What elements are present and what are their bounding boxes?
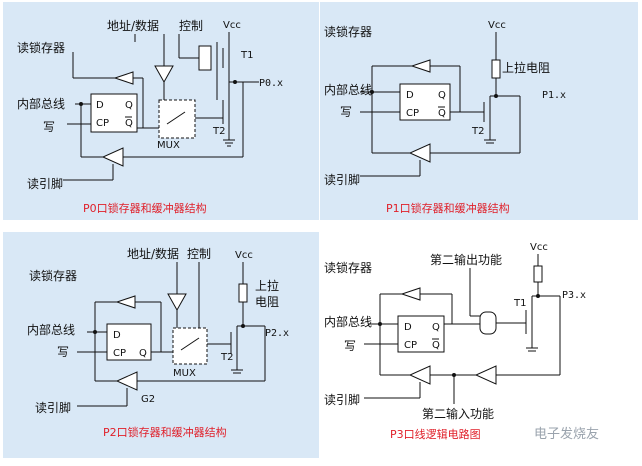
p0-read-pin-label: 读引脚 bbox=[27, 176, 63, 191]
p2-pin-node bbox=[241, 324, 245, 328]
p2-read-pin-buffer bbox=[115, 371, 138, 391]
p3-latch-box bbox=[397, 315, 445, 353]
p0-read-latch-label: 读锁存器 bbox=[17, 40, 65, 55]
p1-latch-cp: CP bbox=[406, 108, 419, 119]
p3-internal-bus-label: 内部总线 bbox=[324, 314, 372, 329]
p2-t2-label: T2 bbox=[220, 352, 233, 363]
p3-t1-label: T1 bbox=[513, 298, 526, 309]
p2-write-label: 写 bbox=[57, 345, 69, 359]
p3-write-label: 写 bbox=[344, 339, 356, 353]
p0-write-label: 写 bbox=[43, 120, 55, 134]
panel-p1: 读锁存器 Vcc 上拉电阻 内部总线 P1.x 写 T2 读引脚 P1口锁存器和… bbox=[320, 2, 638, 220]
p0-control-label: 控制 bbox=[179, 19, 203, 33]
p2-latch-q: Q bbox=[139, 348, 147, 359]
p0-t1-label: T1 bbox=[240, 50, 253, 61]
p1-pin-node bbox=[494, 94, 498, 98]
p1-t2-label: T2 bbox=[471, 126, 484, 137]
p1-latch-box bbox=[399, 83, 451, 121]
p3-latch-d: D bbox=[404, 322, 412, 333]
p0-mux-box bbox=[158, 99, 196, 139]
panel-p0: 读锁存器 地址/数据 控制 Vcc T1 P0.x 内部总线 写 T2 MUX … bbox=[3, 2, 319, 220]
p0-internal-bus-label: 内部总线 bbox=[17, 96, 65, 111]
p0-control-buffer bbox=[154, 65, 174, 84]
p3-second-input-label: 第二输入功能 bbox=[422, 406, 494, 421]
p2-pullup-1: 上拉 bbox=[255, 278, 279, 293]
p0-mux-switch bbox=[166, 111, 186, 125]
p1-pullup-resistor bbox=[491, 59, 501, 79]
watermark: 电子发烧友 bbox=[534, 426, 599, 442]
p2-mux-box bbox=[172, 327, 208, 365]
p3-caption: P3口线逻辑电路图 bbox=[390, 427, 481, 441]
p2-read-latch-buffer bbox=[115, 295, 136, 309]
p2-circuit-diagram: 地址/数据 控制 读锁存器 Vcc 上拉 电阻 内部总线 P2.x 写 T2 M… bbox=[27, 246, 289, 439]
p3-read-pin-buffer bbox=[408, 365, 431, 385]
p3-second-input-buffer bbox=[474, 365, 497, 385]
panel-p3: 读锁存器 第二输出功能 Vcc T1 P3.x 内部总线 写 读引脚 第二输入功… bbox=[320, 232, 638, 458]
p2-latch-cp: CP bbox=[113, 348, 126, 359]
p0-mux-label: MUX bbox=[157, 140, 180, 151]
p0-latch-q: Q bbox=[125, 100, 133, 111]
p2-mux-label: MUX bbox=[173, 368, 196, 379]
p2-read-pin-label: 读引脚 bbox=[35, 400, 71, 415]
p3-latch-qbar: Q bbox=[432, 340, 440, 351]
p2-internal-bus-label: 内部总线 bbox=[27, 322, 75, 337]
p3-read-latch-buffer bbox=[400, 287, 421, 301]
p0-pin-node bbox=[233, 80, 237, 84]
p2-vcc-label: Vcc bbox=[235, 250, 253, 261]
p0-vcc-label: Vcc bbox=[223, 20, 241, 31]
p3-pullup-resistor bbox=[533, 265, 543, 283]
p3-latch-q: Q bbox=[432, 322, 440, 333]
p0-read-latch-buffer bbox=[113, 71, 134, 85]
p0-t2-label: T2 bbox=[212, 126, 225, 137]
p2-addr-data-label: 地址/数据 bbox=[127, 246, 179, 261]
p0-read-pin-buffer bbox=[101, 147, 124, 167]
p2-caption: P2口锁存器和缓冲器结构 bbox=[103, 425, 227, 439]
p0-addr-data-label: 地址/数据 bbox=[107, 18, 159, 33]
p3-circuit-diagram: 读锁存器 第二输出功能 Vcc T1 P3.x 内部总线 写 读引脚 第二输入功… bbox=[324, 242, 599, 442]
p1-write-label: 写 bbox=[340, 105, 352, 119]
p3-read-pin-label: 读引脚 bbox=[324, 392, 360, 407]
p2-control-label: 控制 bbox=[187, 247, 211, 261]
p0-latch-cp: CP bbox=[96, 118, 109, 129]
p1-vcc-label: Vcc bbox=[488, 20, 506, 31]
p0-caption: P0口锁存器和缓冲器结构 bbox=[83, 201, 207, 215]
p3-pin-label: P3.x bbox=[562, 290, 586, 301]
p1-read-latch-label: 读锁存器 bbox=[324, 24, 372, 39]
p3-nand-gate bbox=[479, 311, 497, 335]
p1-read-pin-label: 读引脚 bbox=[324, 172, 360, 187]
p0-circuit-diagram: 读锁存器 地址/数据 控制 Vcc T1 P0.x 内部总线 写 T2 MUX … bbox=[17, 18, 283, 215]
p1-circuit-diagram: 读锁存器 Vcc 上拉电阻 内部总线 P1.x 写 T2 读引脚 P1口锁存器和… bbox=[324, 20, 566, 215]
p1-caption: P1口锁存器和缓冲器结构 bbox=[386, 201, 510, 215]
p2-addr-buffer bbox=[167, 293, 187, 312]
p1-latch-qbar: Q bbox=[438, 108, 446, 119]
p2-mux-switch bbox=[180, 337, 200, 351]
p1-pullup-label: 上拉电阻 bbox=[502, 60, 550, 75]
p2-pullup-2: 电阻 bbox=[255, 295, 279, 309]
p2-latch-box bbox=[106, 323, 152, 361]
p0-and-gate bbox=[198, 45, 212, 71]
p0-pin-label: P0.x bbox=[259, 78, 283, 89]
p2-g2-label: G2 bbox=[141, 394, 155, 405]
p1-latch-q: Q bbox=[438, 90, 446, 101]
p1-internal-bus-label: 内部总线 bbox=[324, 82, 372, 97]
p3-pin-node bbox=[536, 294, 540, 298]
p3-vcc-label: Vcc bbox=[530, 242, 548, 253]
p2-pin-label: P2.x bbox=[265, 328, 289, 339]
p3-read-latch-label: 读锁存器 bbox=[324, 260, 372, 275]
p3-latch-cp: CP bbox=[404, 340, 417, 351]
p1-read-pin-buffer bbox=[408, 143, 431, 163]
p2-read-latch-label: 读锁存器 bbox=[29, 268, 77, 283]
p2-pullup-resistor bbox=[238, 283, 248, 303]
p1-read-latch-buffer bbox=[410, 59, 431, 73]
p1-pin-label: P1.x bbox=[542, 90, 566, 101]
p0-latch-d: D bbox=[96, 100, 104, 111]
p1-latch-d: D bbox=[406, 90, 414, 101]
panel-p2: 地址/数据 控制 读锁存器 Vcc 上拉 电阻 内部总线 P2.x 写 T2 M… bbox=[3, 232, 319, 458]
p2-latch-d: D bbox=[113, 330, 121, 341]
p0-latch-qbar: Q bbox=[125, 118, 133, 129]
p3-second-output-label: 第二输出功能 bbox=[430, 252, 502, 267]
p0-latch-box bbox=[90, 93, 138, 133]
